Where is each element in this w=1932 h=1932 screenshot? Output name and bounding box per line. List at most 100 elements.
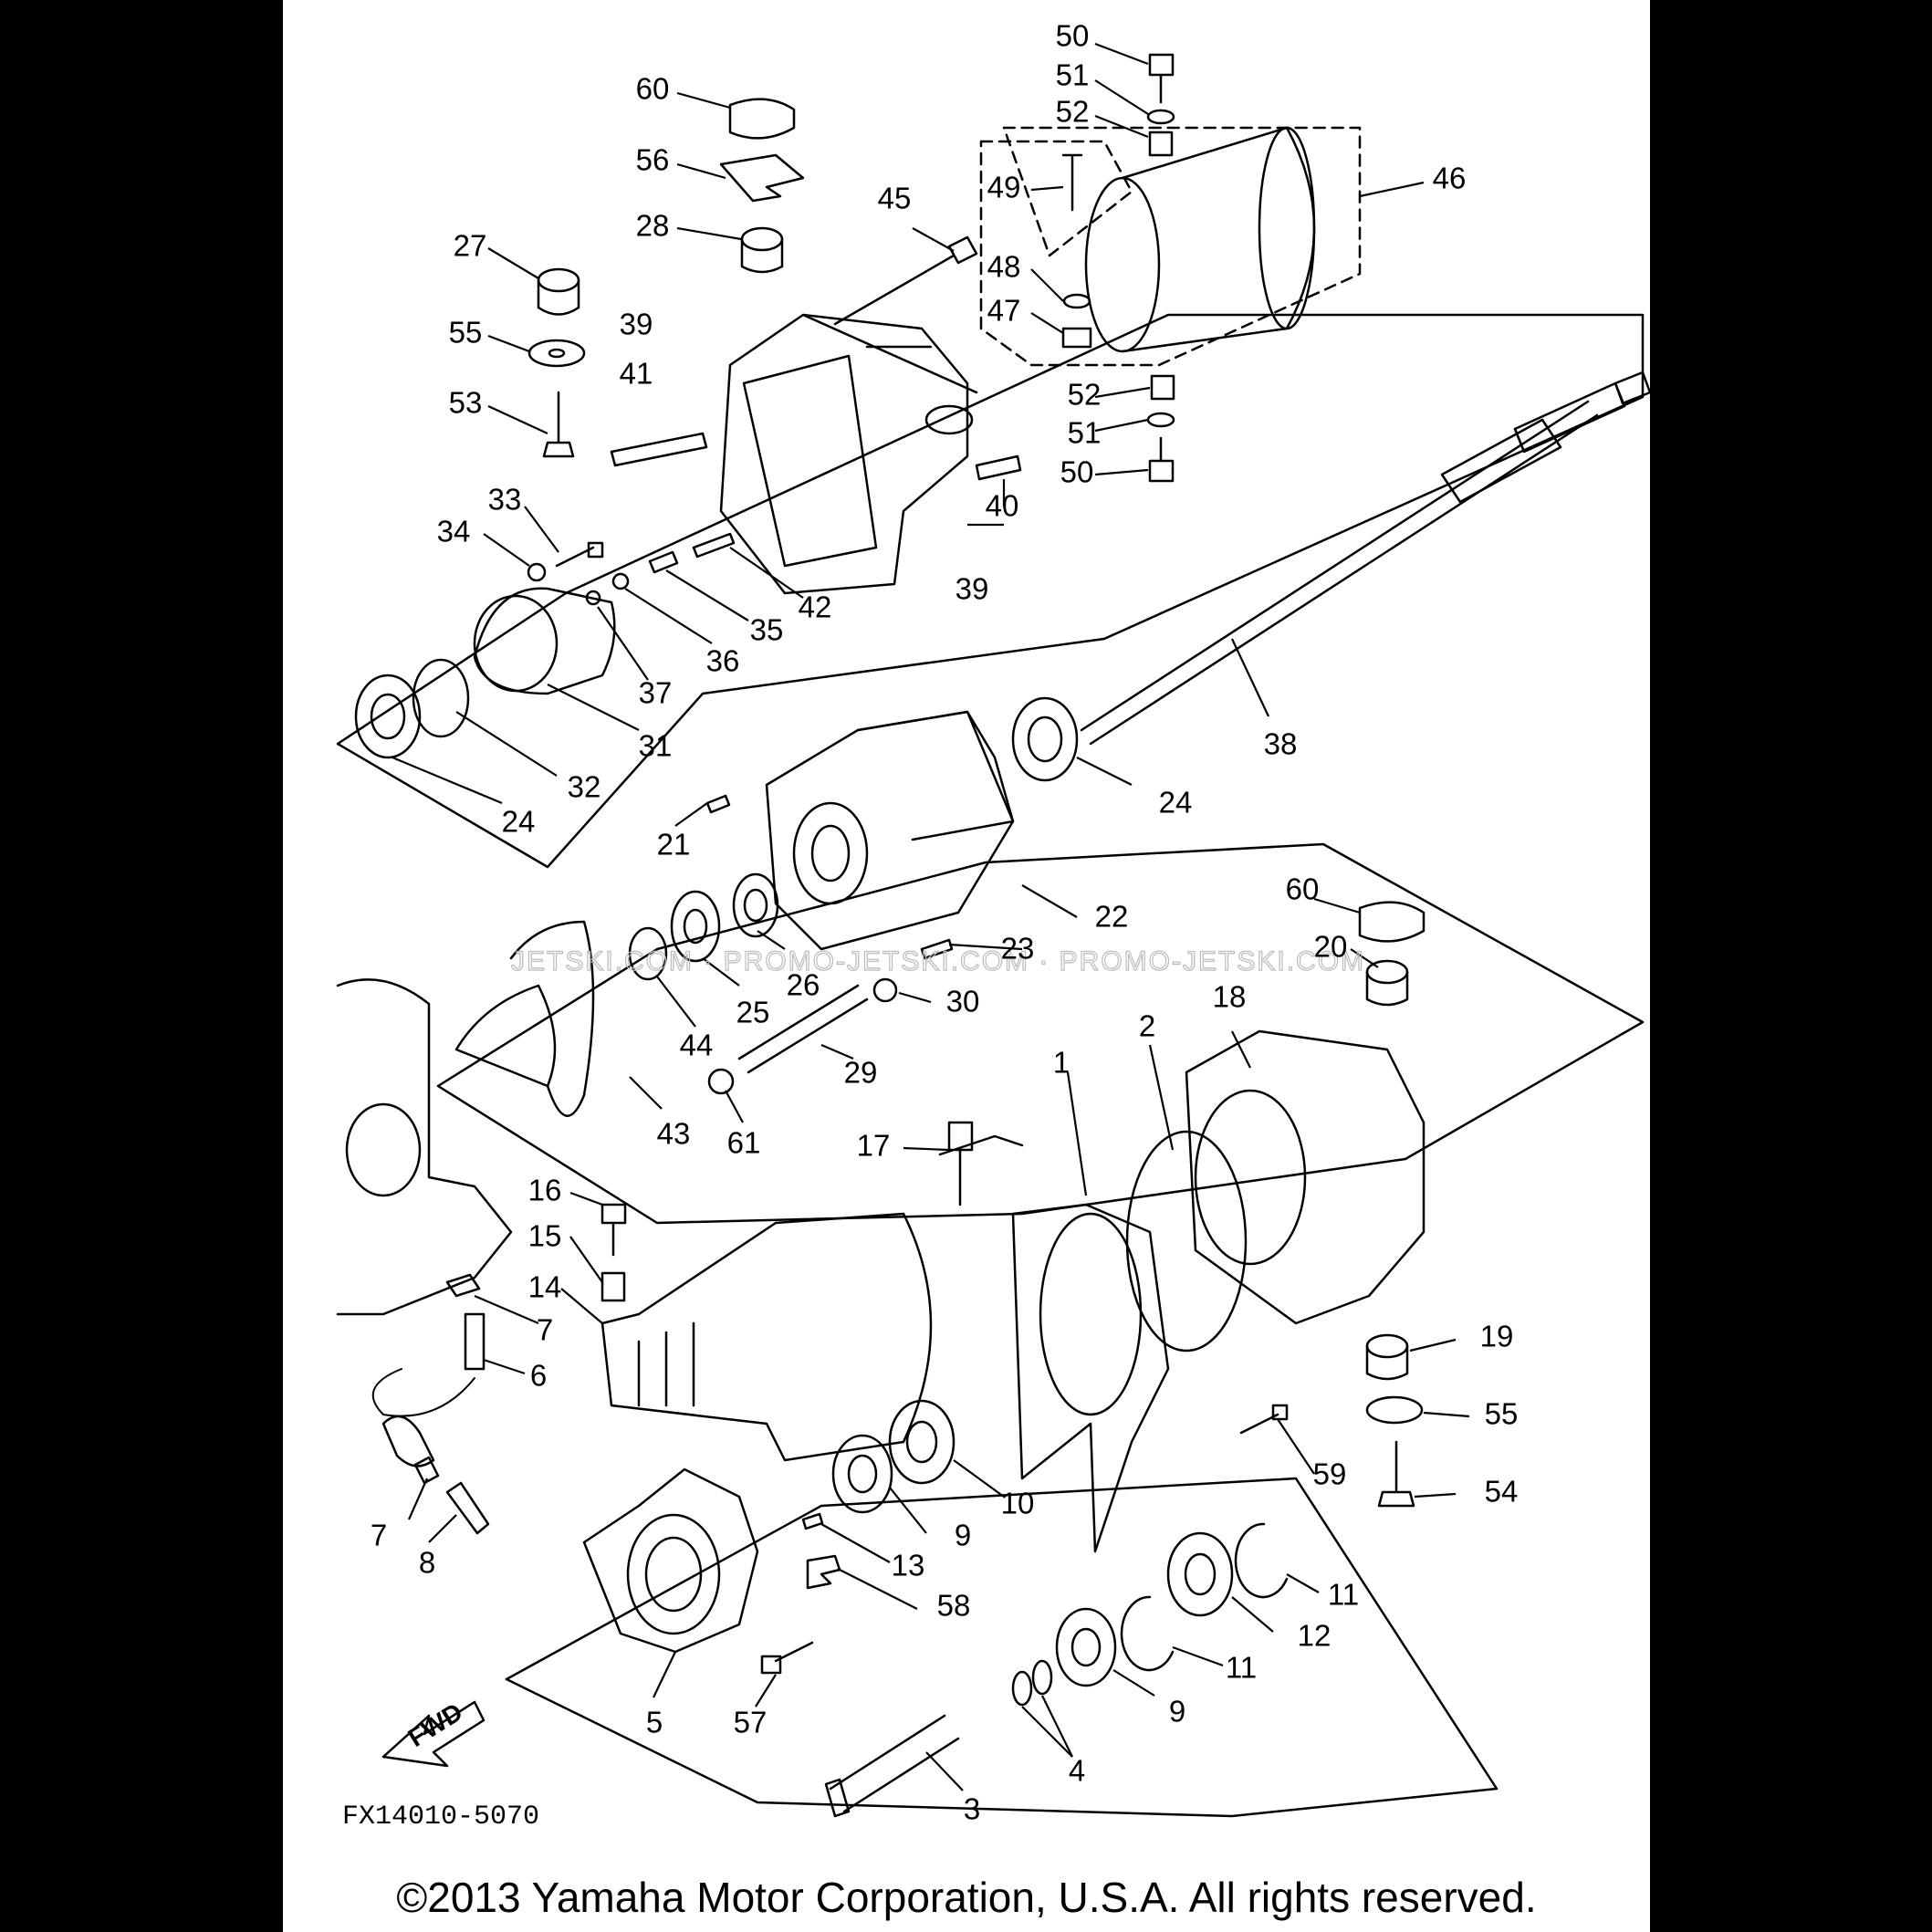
pin-23 (920, 938, 954, 960)
pin-21 (705, 794, 731, 814)
callout-9b: 9 (1169, 1695, 1185, 1728)
callout-17: 17 (857, 1129, 891, 1163)
bearing-9-lower (1055, 1607, 1117, 1687)
diagram-sheet (283, 0, 1650, 1932)
lower-assembly-frame (505, 1477, 1499, 1818)
clamp-7-lower (413, 1456, 440, 1485)
callout-42: 42 (799, 590, 832, 624)
callout-15: 15 (528, 1219, 562, 1253)
callout-48: 48 (987, 250, 1021, 284)
oring-4b (1031, 1659, 1053, 1696)
callout-47: 47 (987, 294, 1021, 328)
callout-60b: 60 (1286, 872, 1320, 906)
callout-37: 37 (639, 676, 673, 710)
washer-55-lower (1365, 1395, 1424, 1425)
callout-11b: 11 (1226, 1651, 1257, 1685)
pin-13 (801, 1512, 824, 1530)
oring-4a (1011, 1670, 1033, 1707)
clamp-7-upper (445, 1273, 481, 1298)
washer-44 (628, 926, 668, 981)
bushing-27 (537, 267, 580, 293)
leader-lines (392, 42, 1470, 1791)
housing-5 (582, 1467, 759, 1654)
bolt-53 (542, 391, 575, 458)
duct-14 (600, 1212, 933, 1462)
drawing-code: FX14010-5070 (342, 1801, 539, 1833)
fwd-arrow-icon (381, 1700, 486, 1768)
hose-29 (737, 984, 869, 1074)
callout-6: 6 (530, 1359, 547, 1393)
clip-56 (719, 153, 805, 203)
callout-20: 20 (1314, 930, 1348, 964)
copyright-notice: ©2013 Yamaha Motor Corporation, U.S.A. A… (396, 1874, 1537, 1921)
middle-assembly-frame (436, 842, 1645, 1225)
callout-28: 28 (636, 209, 670, 243)
callout-4: 4 (1069, 1754, 1085, 1788)
callout-1: 1 (1053, 1046, 1070, 1080)
callout-labels: 50 51 52 60 56 49 46 45 28 27 48 47 55 3… (371, 19, 1519, 1826)
callout-16: 16 (528, 1174, 562, 1207)
nipple-35 (648, 550, 679, 574)
callout-38: 38 (1264, 727, 1298, 761)
cap-31 (473, 587, 616, 695)
intake-duct-1 (1011, 1203, 1170, 1553)
callout-25: 25 (736, 996, 770, 1029)
impeller-housing (765, 710, 1015, 951)
hose-clamp-30 (872, 977, 898, 1003)
circlip-11-upper (1234, 1522, 1289, 1599)
upper-assembly-frame (336, 313, 1645, 869)
callout-54: 54 (1485, 1475, 1519, 1509)
washer-36 (611, 572, 630, 590)
callout-49: 49 (987, 171, 1021, 204)
bearing-9-upper (831, 1434, 893, 1514)
callout-58: 58 (937, 1589, 971, 1623)
bearing-10 (888, 1399, 956, 1485)
ring-2 (1125, 1130, 1248, 1352)
callout-41: 41 (620, 357, 653, 391)
clamp-group-boundary (979, 126, 1362, 367)
callout-30: 30 (946, 985, 980, 1018)
hose-6 (464, 1312, 486, 1371)
callout-43: 43 (657, 1117, 691, 1151)
pin-42 (692, 532, 736, 559)
bushing-19 (1365, 1333, 1409, 1359)
bolt-16 (600, 1203, 627, 1257)
callout-61: 61 (727, 1126, 761, 1160)
callout-21: 21 (657, 828, 691, 862)
collar-52-lower (1150, 374, 1175, 401)
nut-47 (1061, 327, 1092, 349)
impeller-43 (454, 920, 595, 1117)
callout-51a: 51 (1056, 58, 1090, 92)
callout-12: 12 (1298, 1619, 1332, 1653)
cap-60-top (728, 98, 796, 140)
callout-32: 32 (568, 770, 601, 804)
callout-29: 29 (844, 1056, 878, 1090)
callout-23: 23 (1001, 932, 1035, 966)
seal-26 (732, 872, 779, 938)
callout-35: 35 (750, 613, 784, 647)
callout-7b: 7 (371, 1519, 387, 1552)
callout-44: 44 (680, 1029, 714, 1062)
washer-51-lower (1146, 412, 1175, 428)
callout-55a: 55 (449, 316, 483, 350)
callout-11a: 11 (1328, 1578, 1359, 1612)
callout-19: 19 (1480, 1320, 1514, 1353)
callout-14: 14 (528, 1270, 562, 1304)
bearing-12 (1166, 1531, 1234, 1617)
oring-32 (412, 658, 470, 738)
callout-60a: 60 (636, 72, 670, 106)
callout-55b: 55 (1485, 1397, 1519, 1431)
callout-51b: 51 (1068, 416, 1102, 450)
drive-shaft-38 (1080, 400, 1599, 746)
stud-49 (1061, 153, 1083, 212)
collar-52-upper (1148, 131, 1174, 157)
bolt-50-lower (1148, 436, 1175, 483)
callout-2: 2 (1139, 1009, 1155, 1043)
washer-55-top (527, 339, 586, 368)
bolt-54 (1377, 1440, 1415, 1508)
callout-36: 36 (706, 644, 740, 678)
callout-34: 34 (437, 515, 471, 548)
callout-52b: 52 (1068, 378, 1102, 412)
nozzle-18 (1185, 1029, 1426, 1325)
